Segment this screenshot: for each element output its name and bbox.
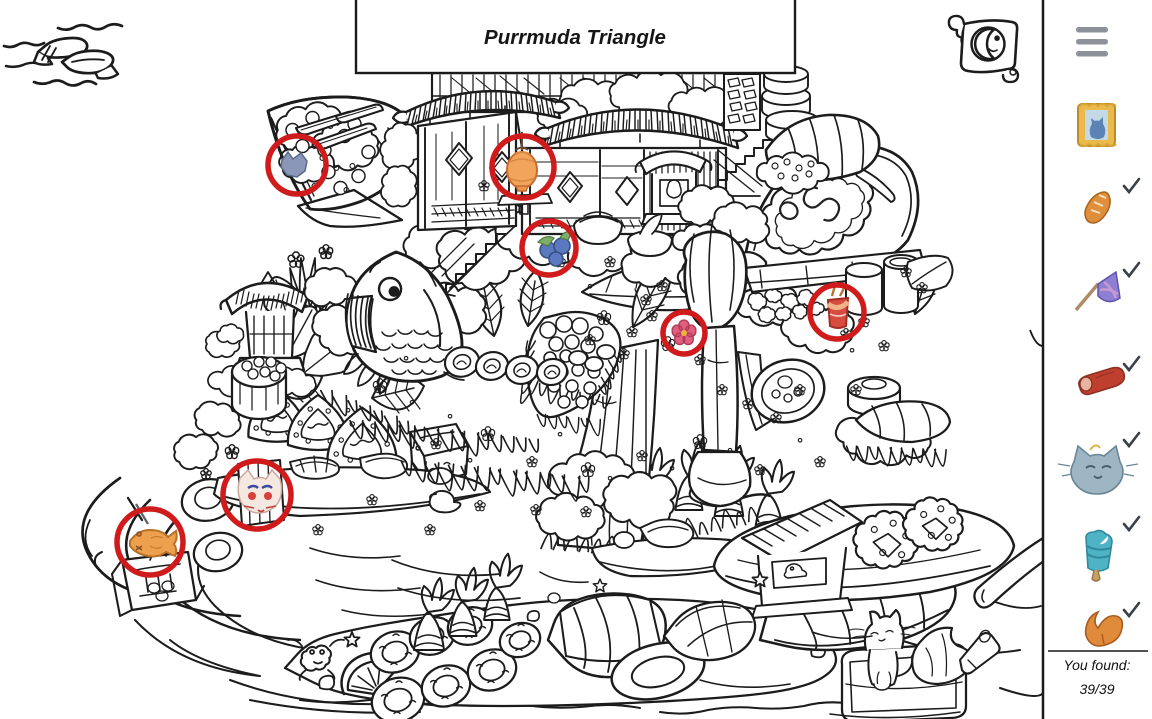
svg-text:Purrmuda Triangle: Purrmuda Triangle xyxy=(484,26,666,49)
svg-text:You found:: You found: xyxy=(1064,657,1131,673)
svg-text:39/39: 39/39 xyxy=(1079,681,1114,697)
